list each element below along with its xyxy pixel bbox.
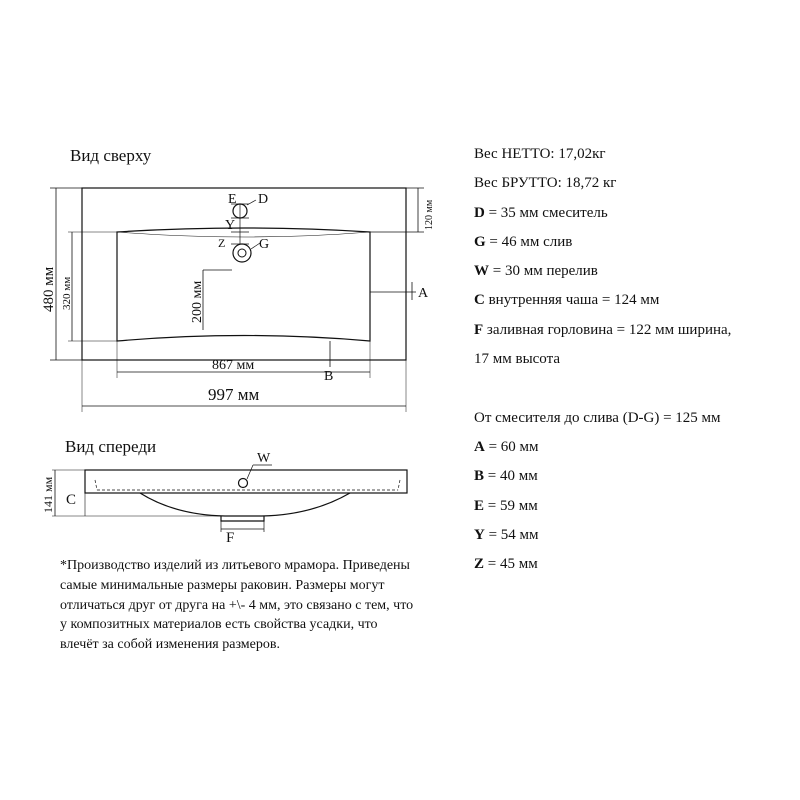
spec-item: D = 35 мм смеситель [474, 204, 608, 221]
spec-item: Y = 54 мм [474, 526, 539, 543]
spec-item: W = 30 мм перелив [474, 263, 598, 280]
label-d: D [258, 192, 268, 207]
drain-inner [237, 248, 247, 258]
note-line: *Производство изделий из литьевого мрамо… [60, 558, 410, 573]
production-note: *Производство изделий из литьевого мрамо… [60, 556, 470, 655]
top-view-title: Вид сверху [70, 146, 152, 165]
front-view-drawing [52, 464, 408, 532]
label-c: C [66, 492, 76, 508]
drain-outer [232, 243, 252, 263]
dim-320-text: 320 мм [61, 277, 73, 310]
label-z: Z [218, 236, 225, 250]
spec-item: Z = 45 мм [474, 556, 538, 573]
spec-item: Вес БРУТТО: 18,72 кг [474, 175, 617, 192]
front-bowl-curve [139, 492, 351, 517]
label-e: E [228, 192, 237, 207]
label-b: B [324, 369, 333, 384]
dim-120-text: 120 мм [424, 199, 435, 230]
spec-item: E = 59 мм [474, 497, 538, 514]
spec-spacer [474, 374, 794, 403]
spec-item: 17 мм высота [474, 351, 561, 368]
note-line: у композитных материалов есть свойства у… [60, 617, 378, 633]
spec-item: От смесителя до слива (D-G) = 125 мм [474, 409, 721, 426]
front-inner-dashed [94, 479, 401, 491]
spec-item: F заливная горловина = 122 мм ширина, [474, 321, 732, 338]
dim-997-text: 997 мм [208, 385, 260, 404]
sink-outer-outline [81, 187, 407, 361]
note-line: отличаться друг от друга на +\- 4 мм, эт… [60, 597, 414, 613]
top-view-drawing [50, 187, 424, 412]
dim-141-text: 141 мм [41, 476, 55, 513]
dim-200-text: 200 мм [190, 281, 205, 323]
drain-neck [220, 516, 265, 522]
spec-item: B = 40 мм [474, 468, 538, 485]
bowl-rim-shadow [116, 231, 371, 238]
dim-480-text: 480 мм [41, 266, 57, 312]
dim-867-text: 867 мм [212, 358, 254, 373]
bowl-outline [116, 227, 371, 342]
note-line: самые минимальные размеры раковин. Разме… [60, 577, 385, 593]
label-a: A [418, 286, 429, 301]
overflow-hole [237, 477, 249, 489]
spec-item: Вес НЕТТО: 17,02кг [474, 146, 606, 162]
label-y: Y [225, 218, 235, 233]
spec-list: Вес НЕТТО: 17,02кг Вес БРУТТО: 18,72 кг … [474, 140, 794, 579]
spec-item: A = 60 мм [474, 438, 539, 455]
spec-item: G = 46 мм слив [474, 233, 573, 250]
label-w: W [257, 451, 271, 466]
front-slab-outline [84, 469, 408, 494]
label-f: F [226, 530, 234, 546]
label-g: G [259, 237, 269, 252]
note-line: влечёт за собой изменения размеров. [60, 637, 280, 653]
front-view-title: Вид спереди [65, 437, 157, 456]
spec-item: C внутренняя чаша = 124 мм [474, 292, 660, 309]
